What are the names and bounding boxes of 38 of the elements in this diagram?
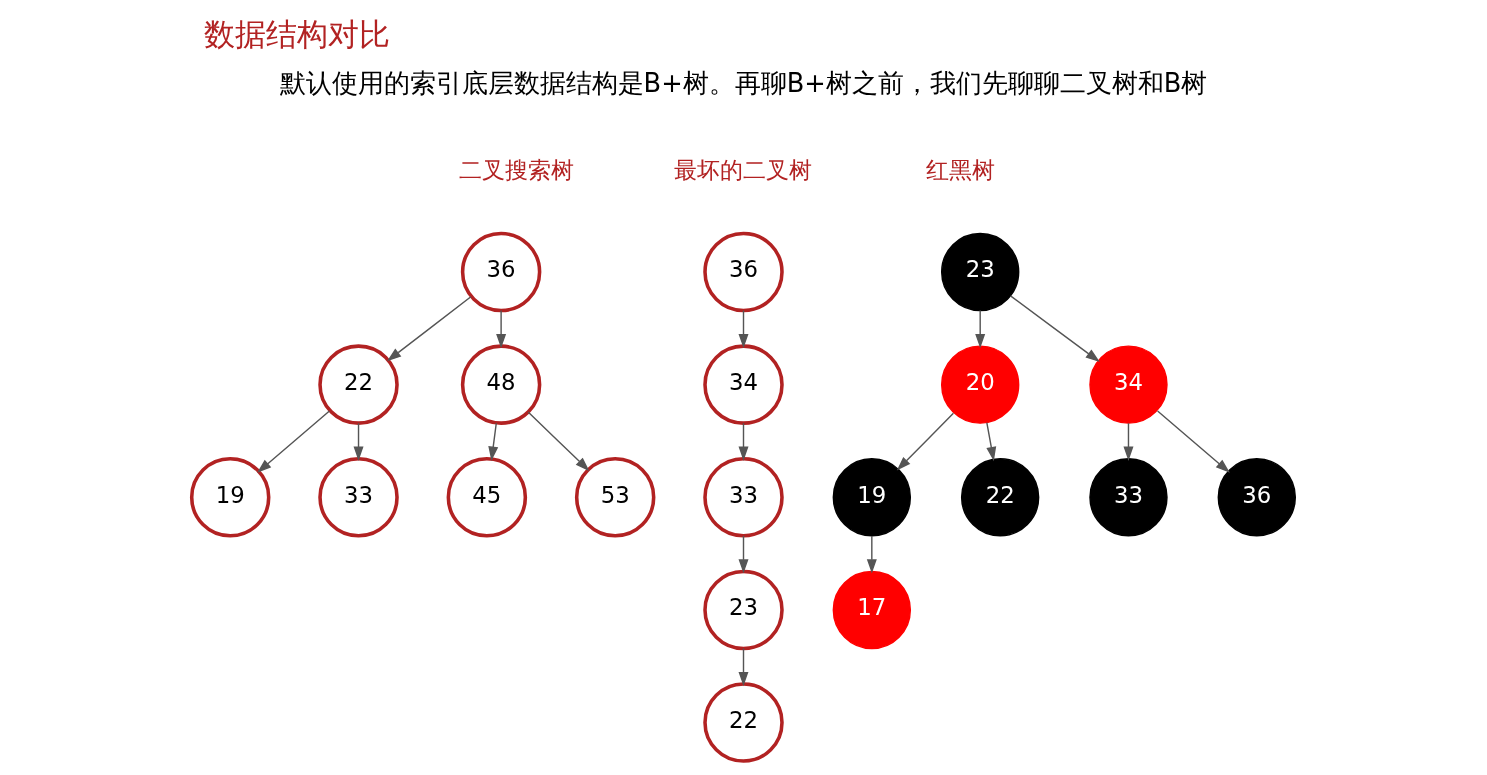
node-circle: 23 xyxy=(703,569,784,651)
node-circle: 45 xyxy=(446,457,528,538)
node-circle: 17 xyxy=(832,570,912,650)
node-circle: 33 xyxy=(318,457,399,538)
node-circle: 23 xyxy=(940,232,1020,312)
arrow xyxy=(387,296,472,362)
label: 二叉搜索树 xyxy=(459,156,575,183)
arrow xyxy=(496,309,507,349)
arrow xyxy=(866,535,877,574)
arrow xyxy=(738,647,749,687)
arrow xyxy=(738,535,749,574)
arrow xyxy=(488,422,499,461)
node-circle: 34 xyxy=(703,344,784,425)
arrow xyxy=(896,412,955,471)
node-circle: 22 xyxy=(960,458,1040,537)
arrow xyxy=(975,309,986,349)
arrow xyxy=(1123,422,1134,461)
arrow xyxy=(986,421,997,462)
node-circle: 36 xyxy=(703,231,784,313)
label: 默认使用的索引底层数据结构是B+树。再聊B+树之前，我们先聊聊二叉树和B树 xyxy=(279,67,1208,98)
arrow xyxy=(738,309,749,349)
node-circle: 22 xyxy=(318,344,399,425)
node-circle: 20 xyxy=(940,345,1020,424)
node-circle: 22 xyxy=(703,682,784,763)
arrow xyxy=(1156,410,1230,473)
diagram-title: 数据结构对比 xyxy=(203,15,390,52)
arrow xyxy=(353,422,364,461)
node-circle: 33 xyxy=(1089,458,1168,537)
arrow xyxy=(1009,295,1100,363)
node-circle: 48 xyxy=(460,344,542,425)
label: 红黑树 xyxy=(925,156,995,183)
arrow xyxy=(527,411,590,472)
arrow xyxy=(257,410,331,473)
node-circle: 33 xyxy=(703,457,784,538)
arrow xyxy=(738,422,749,461)
node-circle: 36 xyxy=(460,231,542,313)
node-circle: 34 xyxy=(1089,345,1168,424)
label: 最坏的二叉树 xyxy=(674,156,813,183)
